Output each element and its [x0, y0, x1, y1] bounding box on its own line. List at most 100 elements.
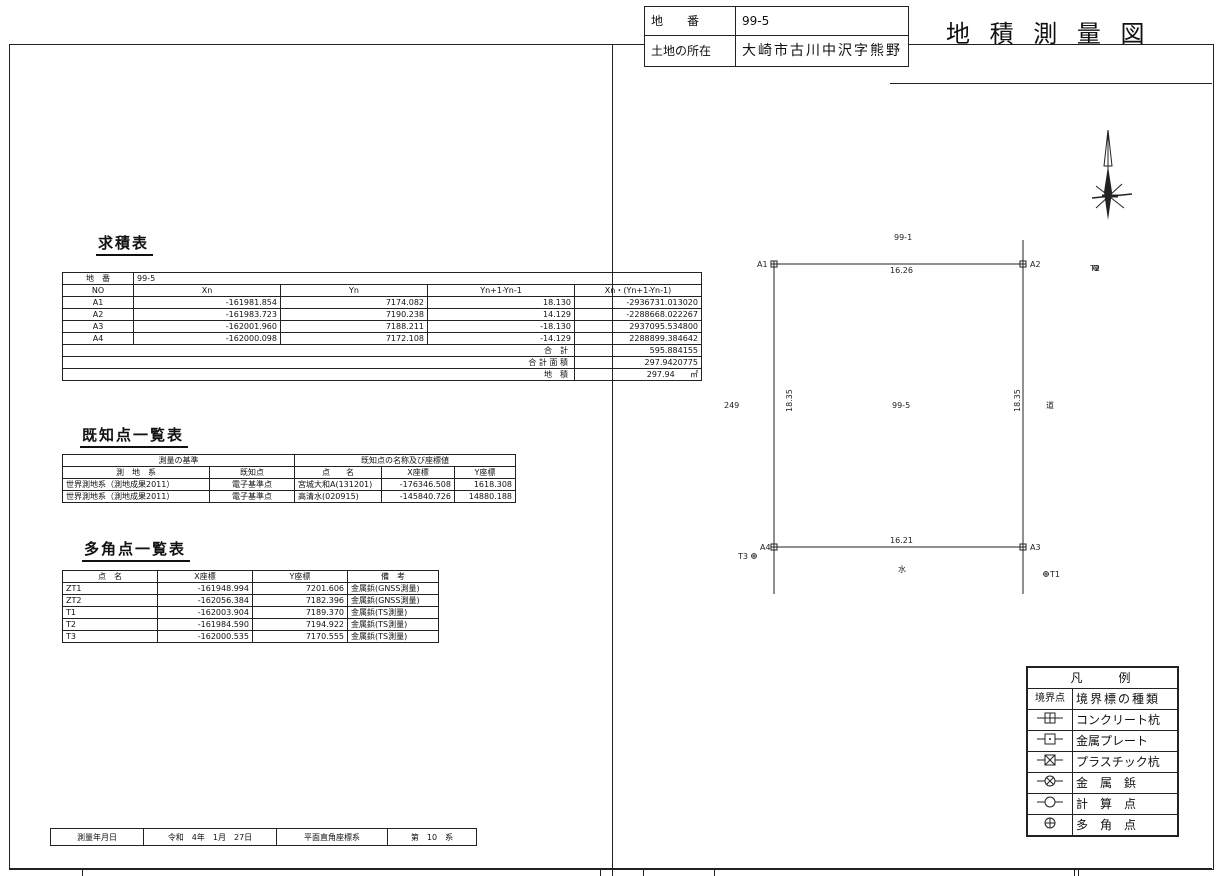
south-neighbor-label: 水 [898, 564, 906, 574]
bottom-tick-4 [714, 868, 715, 876]
table-row: 世界測地系（測地成果2011） 電子基準点 宮城大和A(131201) -176… [62, 478, 516, 491]
col-header: 点 名 [62, 570, 158, 583]
table-row: 世界測地系（測地成果2011） 電子基準点 高清水(020915) -14584… [62, 490, 516, 503]
cell: T2 [62, 618, 158, 631]
legend-label: 計 算 点 [1072, 793, 1179, 815]
cell: 14.129 [427, 308, 575, 321]
north-neighbor-label: 99-1 [894, 233, 912, 242]
area-unit: ㎡ [690, 370, 698, 379]
cell: 7170.555 [252, 630, 348, 643]
col-header: 備 考 [347, 570, 439, 583]
cell: 金属鋲(TS測量) [347, 606, 439, 619]
cell: -161948.994 [157, 582, 253, 595]
cell: -176346.508 [381, 478, 455, 491]
legend-symbol [1026, 814, 1073, 837]
table-row: A1 -161981.854 7174.082 18.130 -2936731.… [62, 296, 702, 309]
legend-label: 多 角 点 [1072, 814, 1179, 837]
area-value: 297.94 [646, 370, 675, 379]
area-table-title: 求積表 [96, 232, 154, 256]
concrete-pile-icon [1037, 712, 1063, 724]
table-row: ZT1 -161948.994 7201.606 金属鋲(GNSS測量) [62, 582, 439, 595]
legend-label: コンクリート杭 [1072, 709, 1179, 731]
cell: -161984.590 [157, 618, 253, 631]
col-header: X座標 [381, 466, 455, 479]
table-row: A3 -162001.960 7188.211 -18.130 2937095.… [62, 320, 702, 333]
cell: 金属鋲(TS測量) [347, 630, 439, 643]
cell: -145840.726 [381, 490, 455, 503]
corner-label-a4: A4 [760, 543, 771, 552]
legend-symbol [1026, 709, 1073, 731]
lot-value: 99-5 [735, 6, 909, 36]
traverse-label-t3: T3 [737, 552, 748, 561]
traverse-label-t1: T1 [1049, 570, 1060, 579]
parcel-boundary [773, 240, 1024, 594]
legend-table: 凡 例 境界点 境界標の種類 コンクリート杭 金属プレート プラスチック杭 金 … [1026, 666, 1179, 837]
area-lot-value: 99-5 [133, 272, 702, 285]
col-header: Xn・(Yn+1-Yn-1) [574, 284, 702, 297]
cell: -18.130 [427, 320, 575, 333]
plastic-pile-icon [1037, 754, 1063, 766]
cell: -161983.723 [133, 308, 281, 321]
drawing-frame [9, 44, 1214, 870]
legend-sub-left: 境界点 [1026, 688, 1073, 710]
location-value: 大崎市古川中沢字熊野 [735, 35, 909, 67]
cell: -162001.960 [133, 320, 281, 333]
cell: 2288899.384642 [574, 332, 702, 345]
known-points-table: 測量の基準 既知点の名称及び座標値 測 地 系 既知点 点 名 X座標 Y座標 … [62, 454, 516, 503]
area-label: 地 積 [62, 368, 575, 381]
bottom-length: 16.21 [890, 536, 913, 545]
table-row: T1 -162003.904 7189.370 金属鋲(TS測量) [62, 606, 439, 619]
metal-plate-icon [1037, 733, 1063, 745]
location-text: 大崎市古川中沢字熊野 [742, 43, 902, 59]
plan-drawing: A1 A2 A3 A4 T2 T1 T3 99-1 16.26 16.21 99… [724, 233, 1100, 594]
cell: 高清水(020915) [294, 490, 382, 503]
col-header: NO [62, 284, 134, 297]
col-header: X座標 [157, 570, 253, 583]
legend-symbol [1026, 751, 1073, 773]
area-value-cell: 297.94 ㎡ [574, 368, 702, 381]
bottom-tick-3 [643, 868, 644, 876]
cell: T1 [62, 606, 158, 619]
cell: 7189.370 [252, 606, 348, 619]
legend-label: 金属プレート [1072, 730, 1179, 752]
bottom-edge [9, 868, 1212, 869]
col-header: Xn [133, 284, 281, 297]
document-title: 地 積 測 量 図 [946, 20, 1151, 48]
col-header: Y座標 [454, 466, 516, 479]
cell: 7174.082 [280, 296, 428, 309]
legend-title: 凡 例 [1026, 666, 1179, 689]
bottom-tick-5 [1074, 868, 1075, 876]
area-table: 地 番 99-5 NO Xn Yn Yn+1-Yn-1 Xn・(Yn+1-Yn-… [62, 272, 702, 381]
boundary-marker-icon [770, 260, 1027, 551]
total-label: 合 計 [62, 344, 575, 357]
corner-label-a2: A2 [1030, 260, 1041, 269]
corner-label-a1: A1 [757, 260, 768, 269]
traverse-point-icon [751, 265, 1099, 577]
area-calc-value: 297.9420775 [574, 356, 702, 369]
location-label: 土地の所在 [644, 35, 736, 67]
survey-date-value: 令和 4年 1月 27日 [143, 828, 277, 846]
basis-header: 測量の基準 [62, 454, 295, 467]
cell: 7172.108 [280, 332, 428, 345]
legend-symbol [1026, 772, 1073, 794]
cell: 2937095.534800 [574, 320, 702, 333]
cell: -162000.098 [133, 332, 281, 345]
cell: 7182.396 [252, 594, 348, 607]
cell: 金属鋲(TS測量) [347, 618, 439, 631]
survey-info-table: 測量年月日 令和 4年 1月 27日 平面直角座標系 第 10 系 [50, 828, 477, 846]
east-neighbor-label: 道 [1046, 400, 1054, 410]
cell: -161981.854 [133, 296, 281, 309]
col-header: Yn+1-Yn-1 [427, 284, 575, 297]
polygon-points-title: 多角点一覧表 [82, 538, 191, 562]
names-header: 既知点の名称及び座標値 [294, 454, 516, 467]
cell: 18.130 [427, 296, 575, 309]
calculated-point-icon [1037, 796, 1063, 808]
cell: 金属鋲(GNSS測量) [347, 582, 439, 595]
west-neighbor-label: 249 [724, 401, 739, 410]
cell: 14880.188 [454, 490, 516, 503]
area-calc-label: 合 計 面 積 [62, 356, 575, 369]
cell: -14.129 [427, 332, 575, 345]
cell: 世界測地系（測地成果2011） [62, 478, 210, 491]
metal-tack-icon [1037, 775, 1063, 787]
cell: A2 [62, 308, 134, 321]
